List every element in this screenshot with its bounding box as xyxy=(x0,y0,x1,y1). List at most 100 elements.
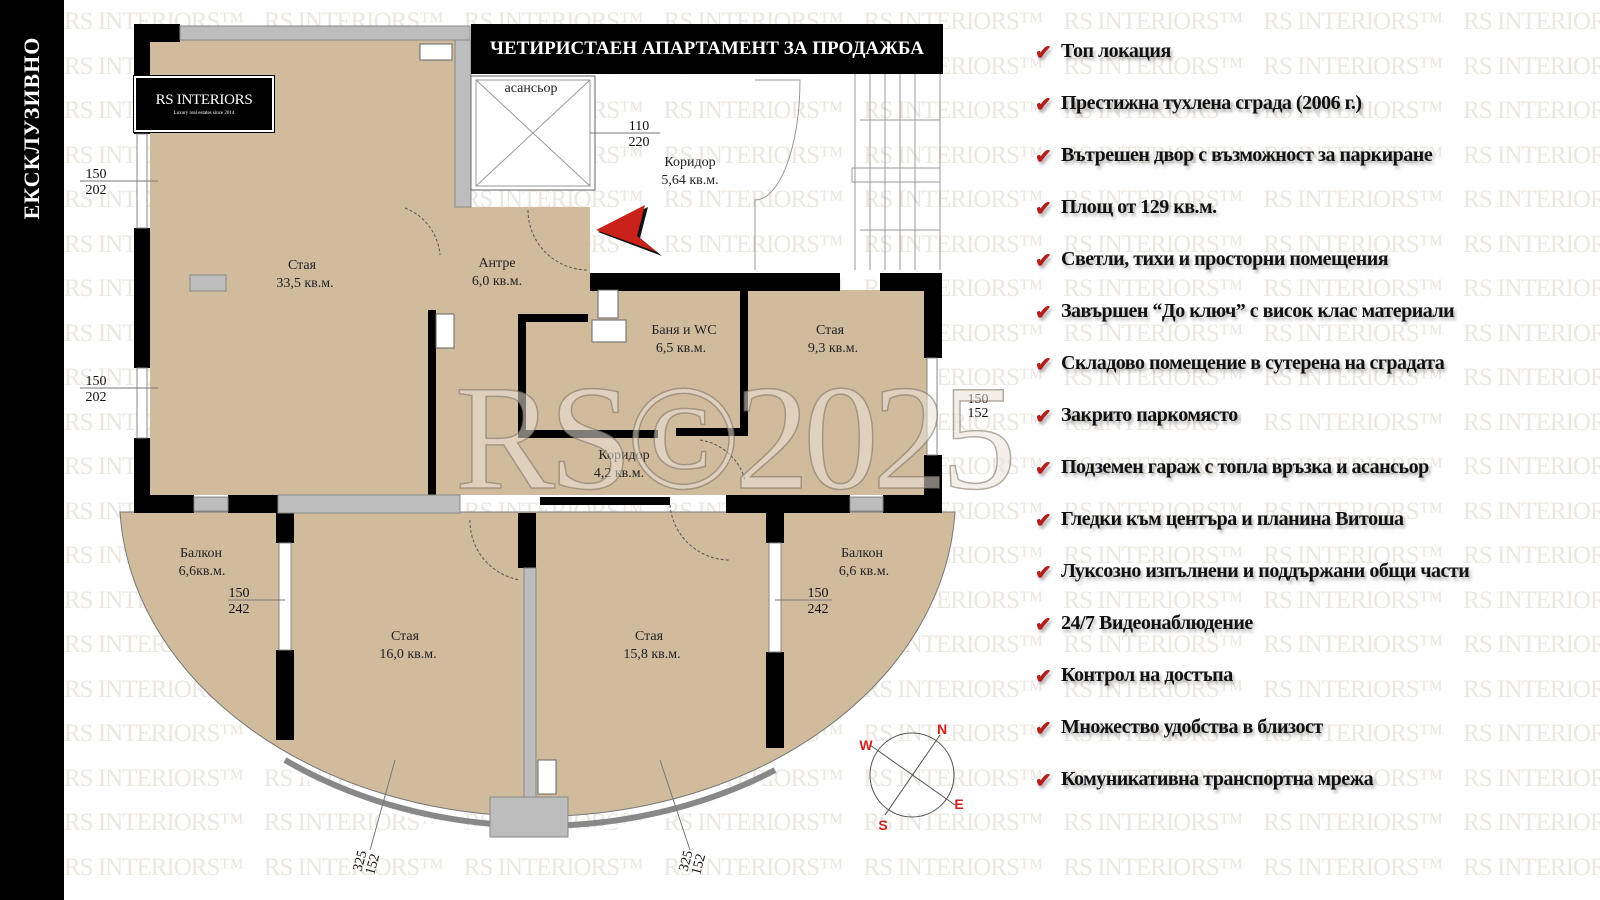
room-area: 5,64 кв.м. xyxy=(661,173,718,188)
checkmark-icon: ✔ xyxy=(1035,666,1052,688)
copyright-watermark: RS©2025 xyxy=(454,354,1017,522)
room-name: Коридор xyxy=(664,155,715,170)
page-title: ЧЕТИРИСТАЕН АПАРТАМЕНТ ЗА ПРОДАЖБА xyxy=(471,24,943,74)
checkmark-icon: ✔ xyxy=(1035,42,1052,64)
room-name: Балкон xyxy=(841,546,883,561)
feature-item: ✔ Множество удобства в близост xyxy=(1035,716,1469,768)
svg-text:150: 150 xyxy=(86,167,107,182)
room-name: Балкон xyxy=(180,546,222,561)
rs-interiors-logo: RS INTERIORS Luxury real estates since 2… xyxy=(134,76,274,132)
room-name: Стая xyxy=(635,629,664,644)
feature-item: ✔ Складово помещение в сутерена на сграда… xyxy=(1035,352,1469,404)
feature-list: ✔ Топ локация ✔ Престижна тухлена сграда (2… xyxy=(1035,40,1470,820)
feature-text: Закрито паркомясто xyxy=(1061,404,1238,426)
room-area: 4,2 кв.м. xyxy=(594,466,644,481)
svg-text:152: 152 xyxy=(689,852,709,876)
feature-text: Луксозно изпълнени и поддържани общи час… xyxy=(1061,560,1470,582)
feature-text: Складово помещение в сутерена на сградат… xyxy=(1061,352,1445,374)
checkmark-icon: ✔ xyxy=(1035,354,1052,376)
elevator-label: асансьор xyxy=(505,81,558,96)
svg-text:202: 202 xyxy=(86,183,107,198)
elevator-shaft xyxy=(470,75,596,191)
checkmark-icon: ✔ xyxy=(1035,614,1052,636)
svg-text:150: 150 xyxy=(808,586,829,601)
checkmark-icon: ✔ xyxy=(1035,718,1052,740)
svg-text:242: 242 xyxy=(229,602,250,617)
feature-item: ✔ Престижна тухлена сграда (2006 г.) xyxy=(1035,92,1469,144)
feature-text: Завършен “До ключ” с висок клас материал… xyxy=(1061,300,1455,322)
room-area: 16,0 кв.м. xyxy=(379,647,436,662)
feature-item: ✔ Гледки към центъра и планина Витоша xyxy=(1035,508,1469,560)
checkmark-icon: ✔ xyxy=(1035,406,1052,428)
svg-text:150: 150 xyxy=(229,586,250,601)
svg-text:202: 202 xyxy=(86,390,107,405)
exclusive-sidebar: ЕКСКЛУЗИВНО xyxy=(0,0,64,900)
checkmark-icon: ✔ xyxy=(1035,770,1052,792)
feature-item: ✔ Светли, тихи и просторни помещения xyxy=(1035,248,1469,300)
logo-tagline: Luxury real estates since 2014 xyxy=(173,111,235,116)
feature-item: ✔ 24/7 Видеонаблюдение xyxy=(1035,612,1469,664)
room-area: 6,6 кв.м. xyxy=(839,564,889,579)
upper-floor-area xyxy=(150,40,935,495)
svg-text:150: 150 xyxy=(968,392,989,407)
svg-text:W: W xyxy=(859,737,873,753)
svg-text:325: 325 xyxy=(677,849,697,873)
checkmark-icon: ✔ xyxy=(1035,146,1052,168)
checkmark-icon: ✔ xyxy=(1035,562,1052,584)
room-area: 6,0 кв.м. xyxy=(472,274,522,289)
svg-text:152: 152 xyxy=(968,406,989,421)
room-name: Коридор xyxy=(598,448,649,463)
checkmark-icon: ✔ xyxy=(1035,302,1052,324)
fixtures xyxy=(419,43,627,795)
svg-text:150: 150 xyxy=(86,374,107,389)
checkmark-icon: ✔ xyxy=(1035,250,1052,272)
feature-text: Площ от 129 кв.м. xyxy=(1061,196,1217,218)
feature-item: ✔ Закрито паркомясто xyxy=(1035,404,1469,456)
room-name: Стая xyxy=(288,258,317,273)
room-name: Антре xyxy=(478,256,515,271)
feature-item: ✔ Площ от 129 кв.м. xyxy=(1035,196,1469,248)
feature-text: Вътрешен двор с възможност за паркиране xyxy=(1061,144,1433,166)
feature-item: ✔ Луксозно изпълнени и поддържани общи ча… xyxy=(1035,560,1470,612)
svg-text:N: N xyxy=(937,721,947,737)
svg-text:152: 152 xyxy=(363,852,383,876)
door-swings xyxy=(404,207,746,581)
hatched-walls xyxy=(179,25,884,838)
room-area: 9,3 кв.м. xyxy=(808,341,858,356)
room-name: Стая xyxy=(816,323,845,338)
feature-text: Гледки към центъра и планина Витоша xyxy=(1061,508,1404,530)
feature-text: Подземен гараж с топла връзка и асансьор xyxy=(1061,456,1429,478)
feature-text: Престижна тухлена сграда (2006 г.) xyxy=(1061,92,1362,114)
checkmark-icon: ✔ xyxy=(1035,94,1052,116)
walls xyxy=(134,24,942,748)
svg-text:220: 220 xyxy=(629,135,650,150)
staircase xyxy=(754,60,941,270)
svg-text:325: 325 xyxy=(351,849,371,873)
feature-text: Топ локация xyxy=(1061,40,1171,62)
room-area: 6,6кв.м. xyxy=(179,564,226,579)
checkmark-icon: ✔ xyxy=(1035,198,1052,220)
logo-name: RS INTERIORS xyxy=(155,92,253,108)
svg-text:242: 242 xyxy=(808,602,829,617)
feature-text: 24/7 Видеонаблюдение xyxy=(1061,612,1253,634)
feature-item: ✔Контрол на достъпа xyxy=(1035,664,1469,716)
room-area: 33,5 кв.м. xyxy=(276,276,333,291)
feature-text: Комуникативна транспортна мрежа xyxy=(1061,768,1374,790)
checkmark-icon: ✔ xyxy=(1035,458,1052,480)
svg-text:110: 110 xyxy=(629,119,649,134)
svg-text:S: S xyxy=(878,817,887,833)
feature-text: Множество удобства в близост xyxy=(1061,716,1323,738)
room-area: 6,5 кв.м. xyxy=(656,341,706,356)
feature-text: Светли, тихи и просторни помещения xyxy=(1061,248,1389,270)
feature-item: ✔ Комуникативна транспортна мрежа xyxy=(1035,768,1469,820)
feature-item: ✔ Подземен гараж с топла връзка и асансьо… xyxy=(1035,456,1469,508)
room-name: Стая xyxy=(391,629,420,644)
compass-icon: N W E S xyxy=(859,721,963,833)
room-name: Баня и WC xyxy=(651,323,716,338)
feature-item: ✔ Вътрешен двор с възможност за паркиране xyxy=(1035,144,1469,196)
feature-item: ✔ Топ локация xyxy=(1035,40,1469,92)
checkmark-icon: ✔ xyxy=(1035,510,1052,532)
svg-text:E: E xyxy=(954,796,963,812)
